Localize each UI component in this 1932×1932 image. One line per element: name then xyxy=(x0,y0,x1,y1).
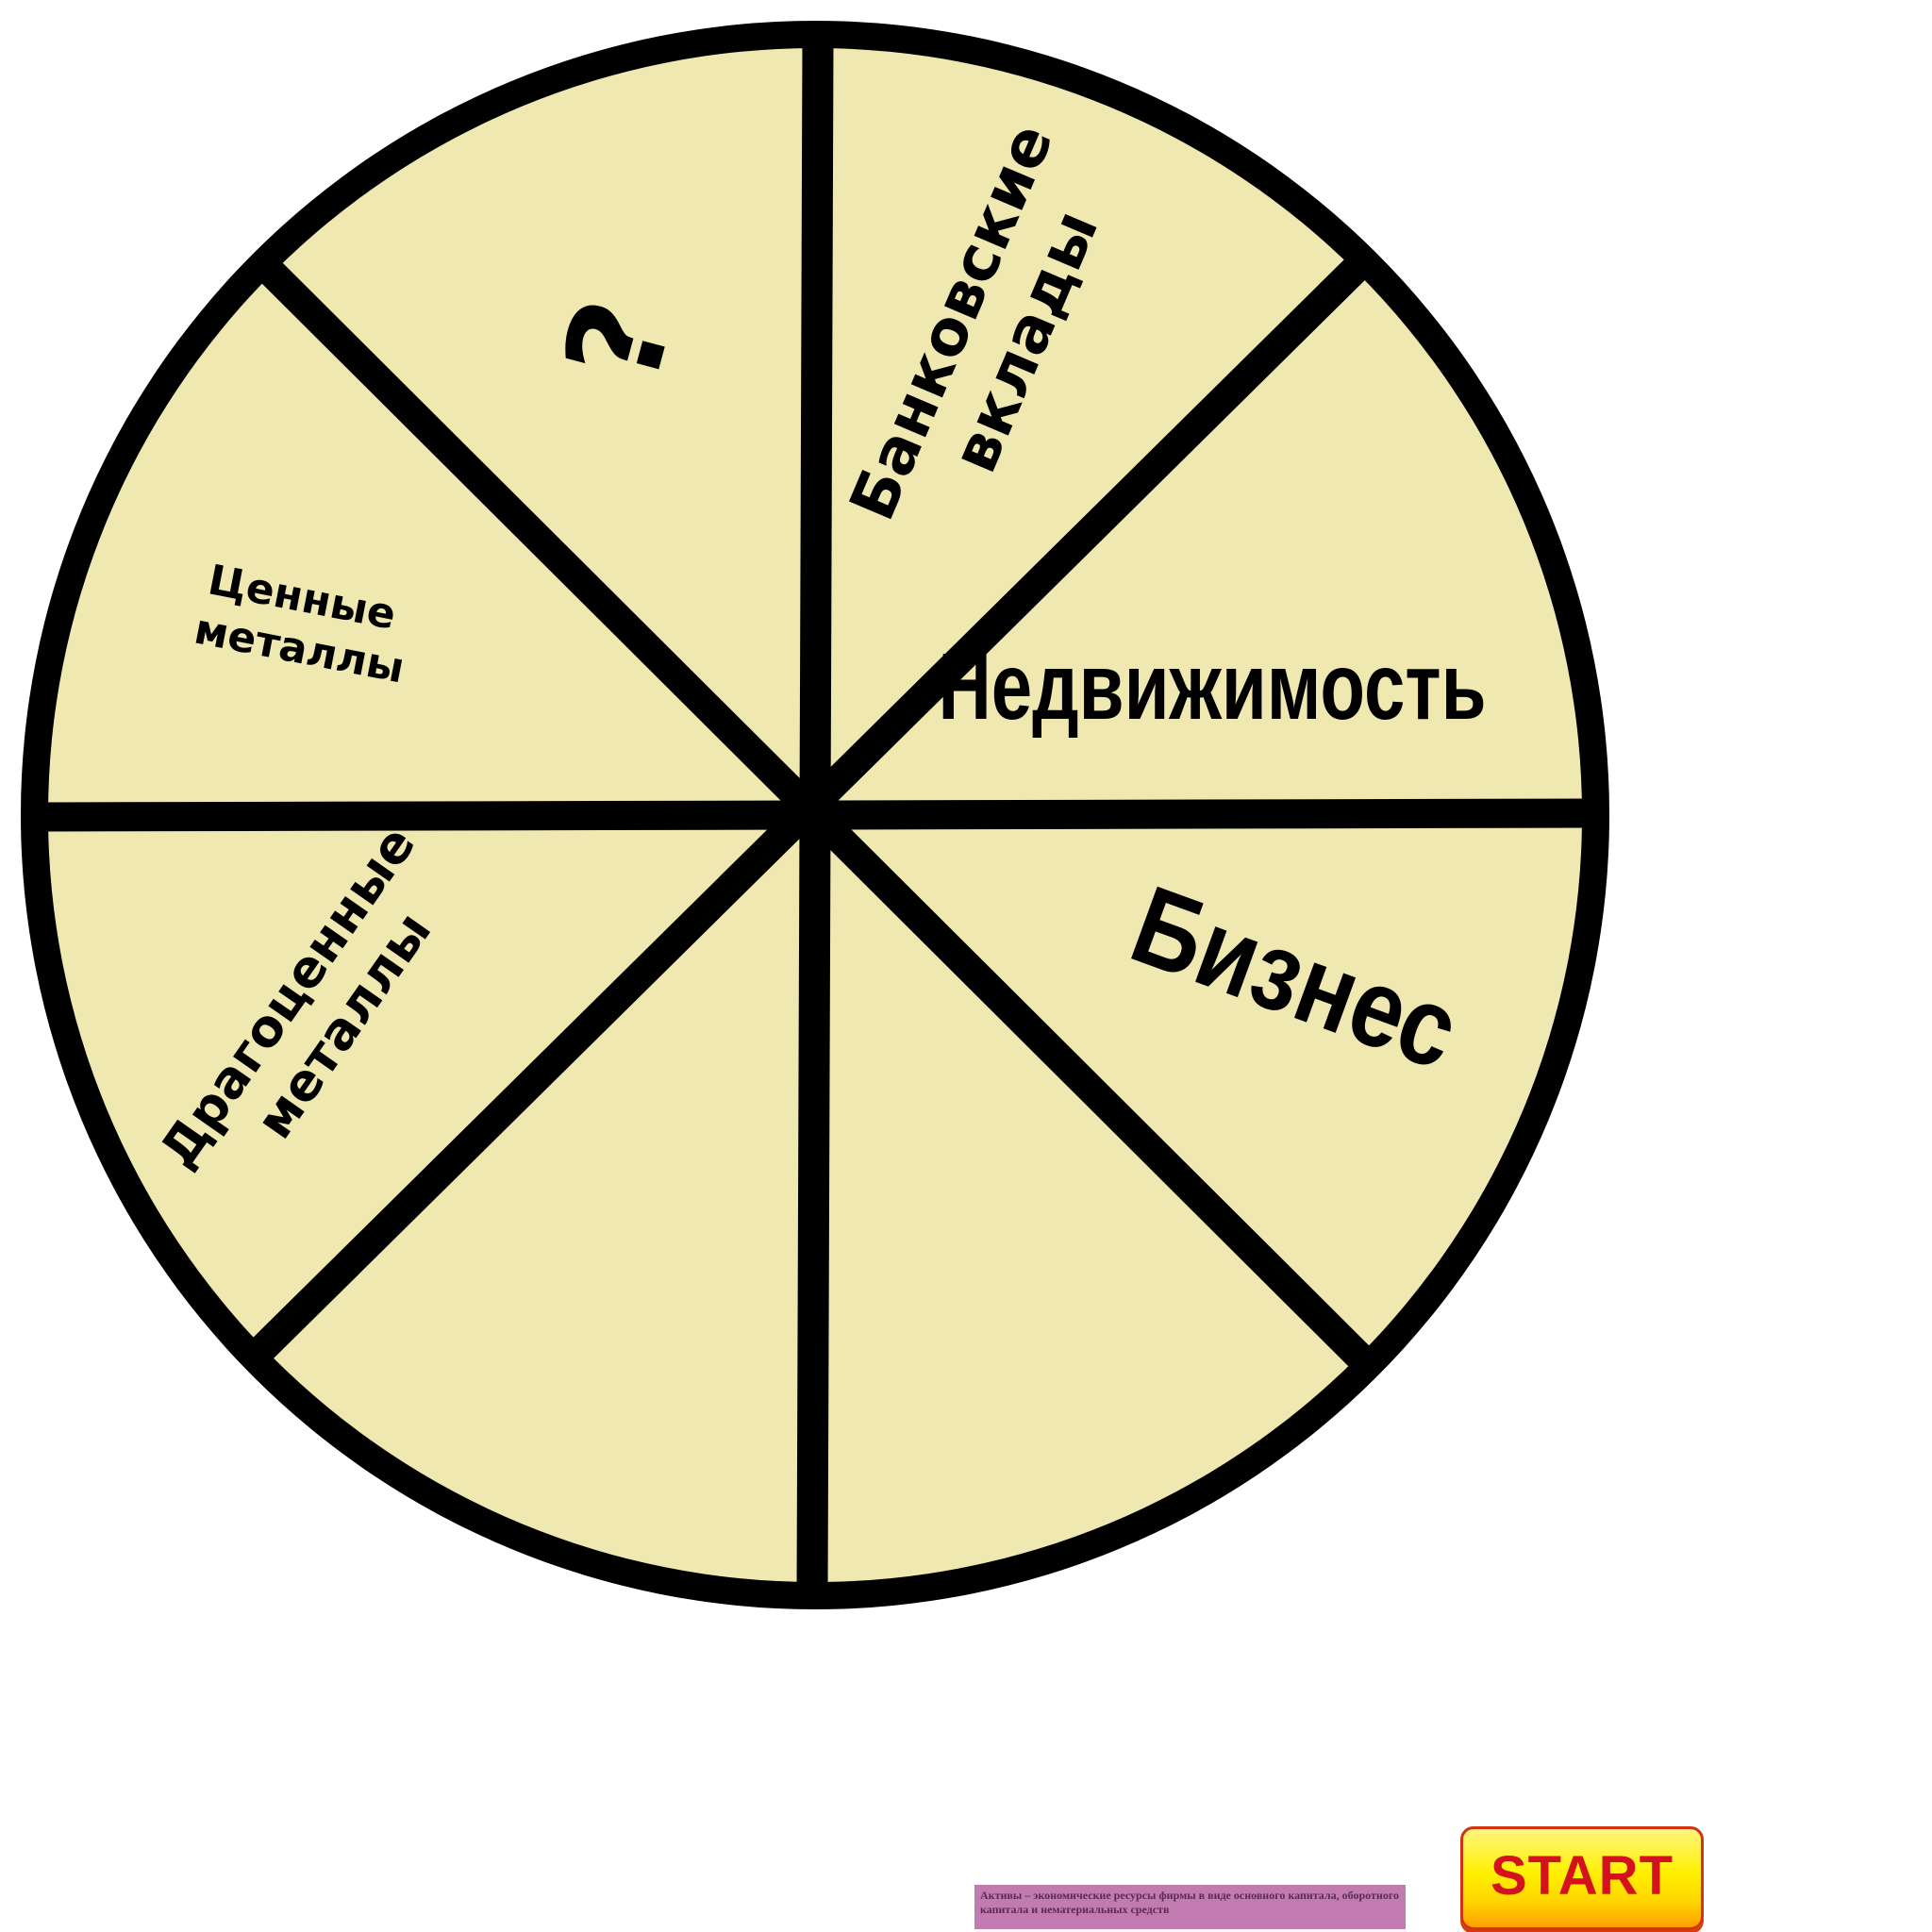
sector-label-line: Недвижимость xyxy=(938,634,1486,740)
wheel-spokes xyxy=(41,41,1590,1593)
start-button[interactable]: START xyxy=(1460,1826,1704,1930)
sector-label-real-estate: Недвижимость xyxy=(938,634,1486,740)
wheel-hub xyxy=(796,796,834,834)
svg-text:Недвижимость: Недвижимость xyxy=(938,634,1486,740)
sector-label-valuable-metals: Ценные металлы xyxy=(191,556,418,693)
fortune-wheel[interactable]: ? Банковские вклады Недвижимость Бизнес … xyxy=(0,0,1632,1632)
svg-text:Ценные металлы: Ценные металлы xyxy=(191,556,418,693)
assets-definition: Активы – экономические ресурсы фирмы в в… xyxy=(974,1885,1406,1929)
